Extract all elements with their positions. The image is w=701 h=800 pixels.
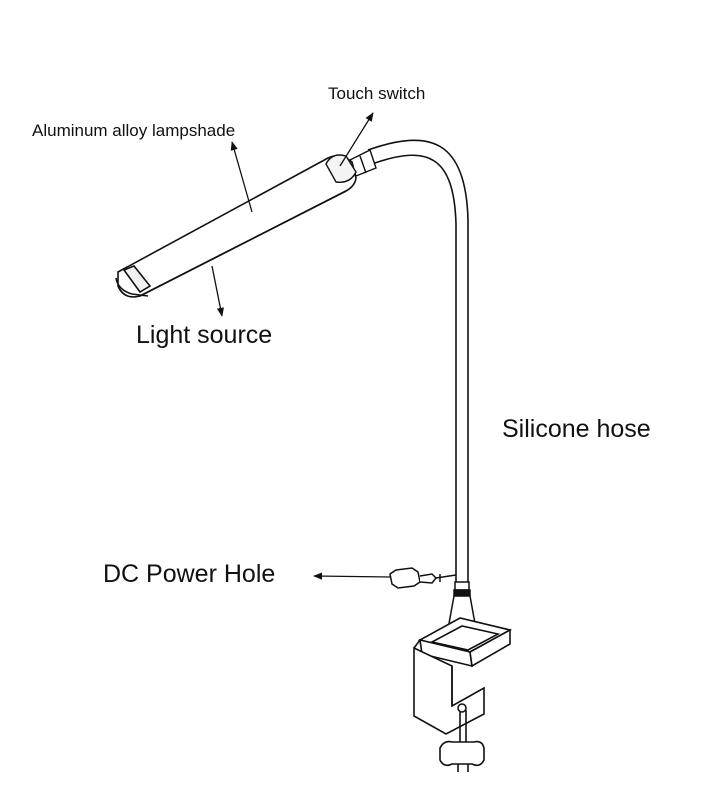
arrow-lampshade [230, 141, 253, 213]
silicone-hose [367, 139, 469, 585]
arrow-light-source [211, 265, 224, 317]
arrow-dc-power [313, 572, 391, 580]
leader-lines [211, 112, 391, 580]
touch-switch [325, 154, 357, 183]
clamp [413, 617, 513, 772]
label-touch-switch: Touch switch [328, 84, 426, 103]
label-lampshade: Aluminum alloy lampshade [32, 121, 236, 140]
arrow-touch-switch [339, 112, 374, 167]
label-dc-power-hole: DC Power Hole [103, 560, 276, 588]
lamp-head [115, 154, 357, 298]
dc-power-plug [389, 567, 457, 589]
label-silicone-hose: Silicone hose [502, 415, 651, 443]
label-light-source: Light source [136, 321, 273, 349]
